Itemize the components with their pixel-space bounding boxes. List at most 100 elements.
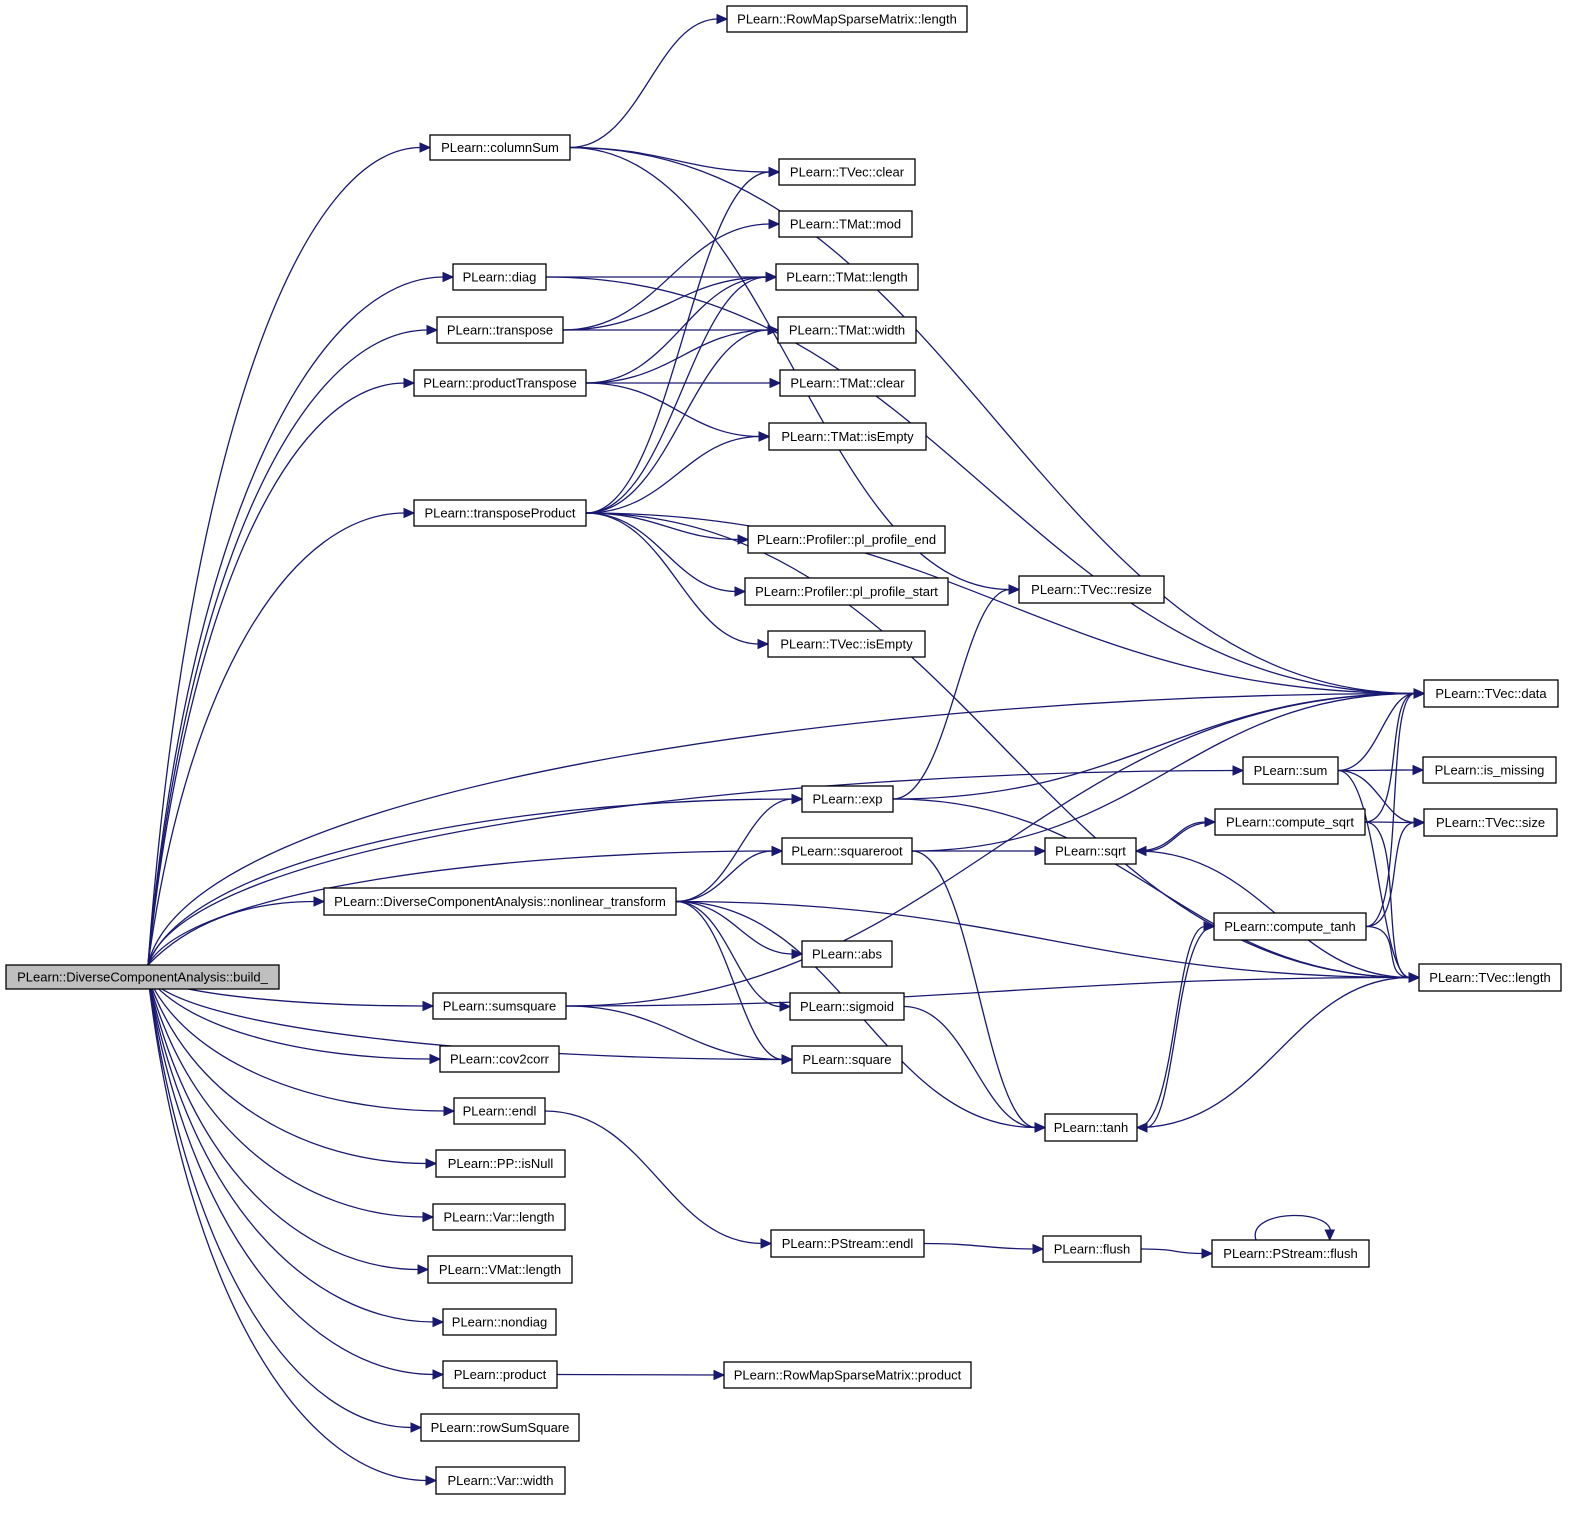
node-endl[interactable]: PLearn::endl xyxy=(453,1097,546,1125)
node-isNull[interactable]: PLearn::PP::isNull xyxy=(435,1149,566,1178)
edge-line xyxy=(147,976,435,1323)
node-columnSum[interactable]: PLearn::columnSum xyxy=(429,134,571,161)
node-label: PLearn::TMat::mod xyxy=(790,217,901,232)
node-var-width[interactable]: PLearn::Var::width xyxy=(435,1466,566,1495)
node-tvec-resize[interactable]: PLearn::TVec::resize xyxy=(1018,575,1165,604)
node-var-length[interactable]: PLearn::Var::length xyxy=(432,1203,566,1231)
node-box xyxy=(789,992,905,1021)
node-tvec-size[interactable]: PLearn::TVec::size xyxy=(1423,808,1558,837)
edge-line xyxy=(585,512,1416,695)
edge-nonlinear-to-abs xyxy=(675,900,804,960)
edge-flush-to-pstream-flush xyxy=(1140,1248,1214,1259)
edge-line xyxy=(1364,692,1416,823)
edge-build--to-transpose xyxy=(147,324,439,966)
node-label: PLearn::Profiler::pl_profile_end xyxy=(757,532,936,547)
node-tmat-isEmpty[interactable]: PLearn::TMat::isEmpty xyxy=(768,422,927,451)
arrowhead xyxy=(1413,688,1426,699)
edge-transposeProduct-to-tmat-width xyxy=(585,324,780,514)
node-rmsm-length[interactable]: PLearn::RowMapSparseMatrix::length xyxy=(726,5,968,33)
edge-compute-tanh-to-tanh xyxy=(1135,925,1215,1133)
edge-columnSum-to-rmsm-length xyxy=(569,13,729,149)
node-cov2corr[interactable]: PLearn::cov2corr xyxy=(439,1045,560,1073)
arrowhead xyxy=(1135,1122,1148,1133)
arrowhead xyxy=(443,1105,456,1117)
node-box xyxy=(432,1203,566,1231)
node-box xyxy=(1214,808,1366,836)
node-exp[interactable]: PLearn::exp xyxy=(801,785,894,813)
edge-build--to-transposeProduct xyxy=(147,507,416,966)
node-tmat-mod[interactable]: PLearn::TMat::mod xyxy=(778,210,913,238)
node-tmat-clear[interactable]: PLearn::TMat::clear xyxy=(779,369,916,397)
node-build-[interactable]: PLearn::DiverseComponentAnalysis::build_ xyxy=(5,964,280,990)
node-label: PLearn::nondiag xyxy=(452,1315,547,1330)
node-transpose[interactable]: PLearn::transpose xyxy=(436,316,564,344)
node-tanh[interactable]: PLearn::tanh xyxy=(1044,1113,1138,1142)
node-tvec-clear[interactable]: PLearn::TVec::clear xyxy=(778,158,916,186)
node-tmat-width[interactable]: PLearn::TMat::width xyxy=(777,316,917,344)
arrowhead xyxy=(429,1053,442,1065)
node-compute-sqrt[interactable]: PLearn::compute_sqrt xyxy=(1214,808,1366,836)
edge-diag-to-tmat-length xyxy=(546,271,778,283)
node-label: PLearn::sqrt xyxy=(1055,844,1126,859)
node-box xyxy=(747,525,946,554)
node-tmat-length[interactable]: PLearn::TMat::length xyxy=(775,263,919,291)
arrowhead xyxy=(426,324,439,336)
node-box xyxy=(778,158,916,186)
node-tvec-length[interactable]: PLearn::TVec::length xyxy=(1418,963,1562,992)
node-sum[interactable]: PLearn::sum xyxy=(1242,756,1339,785)
node-rmsm-product[interactable]: PLearn::RowMapSparseMatrix::product xyxy=(723,1361,972,1389)
node-abs[interactable]: PLearn::abs xyxy=(801,940,893,968)
node-box xyxy=(413,499,587,527)
edge-line xyxy=(147,976,446,1112)
node-tvec-isEmpty[interactable]: PLearn::TVec::isEmpty xyxy=(767,630,926,658)
node-product[interactable]: PLearn::product xyxy=(442,1360,558,1389)
edge-line xyxy=(585,512,760,645)
arrowhead xyxy=(419,142,432,153)
node-label: PLearn::TVec::resize xyxy=(1031,582,1152,597)
edge-exp-to-tvec-data xyxy=(892,688,1426,800)
node-box xyxy=(767,630,926,658)
edge-pstream-endl-to-flush xyxy=(923,1242,1045,1255)
edge-line xyxy=(585,435,761,514)
arrowhead xyxy=(313,896,326,907)
edge-build--to-var-length xyxy=(147,976,435,1223)
edge-line xyxy=(147,798,794,966)
edge-line xyxy=(892,588,1011,800)
edge-exp-to-tvec-resize xyxy=(892,584,1021,800)
edge-sumsquare-to-tvec-data xyxy=(565,688,1426,1007)
node-tvec-data[interactable]: PLearn::TVec::data xyxy=(1423,679,1559,708)
node-box xyxy=(1044,1113,1138,1142)
node-flush[interactable]: PLearn::flush xyxy=(1042,1235,1142,1263)
edge-nonlinear-to-squareroot xyxy=(675,845,784,903)
node-label: PLearn::columnSum xyxy=(441,140,559,155)
node-diag[interactable]: PLearn::diag xyxy=(452,263,547,291)
edge-build--to-nonlinear xyxy=(147,896,326,966)
node-compute-tanh[interactable]: PLearn::compute_tanh xyxy=(1213,912,1367,941)
node-nonlinear[interactable]: PLearn::DiverseComponentAnalysis::nonlin… xyxy=(323,887,677,916)
arrowhead xyxy=(1008,584,1021,595)
node-prof-start[interactable]: PLearn::Profiler::pl_profile_start xyxy=(744,577,949,606)
node-transposeProduct[interactable]: PLearn::transposeProduct xyxy=(413,499,587,527)
node-square[interactable]: PLearn::square xyxy=(791,1045,903,1074)
node-sumsquare[interactable]: PLearn::sumsquare xyxy=(432,992,567,1020)
node-nondiag[interactable]: PLearn::nondiag xyxy=(442,1308,557,1336)
node-vmat-length[interactable]: PLearn::VMat::length xyxy=(427,1255,573,1284)
node-is-missing[interactable]: PLearn::is_missing xyxy=(1422,756,1557,784)
node-pstream-flush[interactable]: PLearn::PStream::flush xyxy=(1211,1239,1370,1268)
node-prof-end[interactable]: PLearn::Profiler::pl_profile_end xyxy=(747,525,946,554)
node-squareroot[interactable]: PLearn::squareroot xyxy=(781,837,913,865)
edge-sigmoid-to-tanh xyxy=(903,1005,1047,1133)
node-rowSumSquare[interactable]: PLearn::rowSumSquare xyxy=(420,1413,580,1442)
node-sqrt[interactable]: PLearn::sqrt xyxy=(1044,837,1137,865)
node-label: PLearn::RowMapSparseMatrix::product xyxy=(734,1368,962,1383)
node-label: PLearn::rowSumSquare xyxy=(431,1420,570,1435)
node-label: PLearn::TVec::data xyxy=(1435,686,1547,701)
node-pstream-endl[interactable]: PLearn::PStream::endl xyxy=(770,1229,925,1258)
edge-line xyxy=(1364,821,1416,824)
node-box xyxy=(1423,808,1558,837)
node-productTranspose[interactable]: PLearn::productTranspose xyxy=(413,369,587,397)
edge-line xyxy=(147,976,420,1271)
node-label: PLearn::TMat::isEmpty xyxy=(781,429,914,444)
node-sigmoid[interactable]: PLearn::sigmoid xyxy=(789,992,905,1021)
arrowhead xyxy=(1232,765,1245,776)
